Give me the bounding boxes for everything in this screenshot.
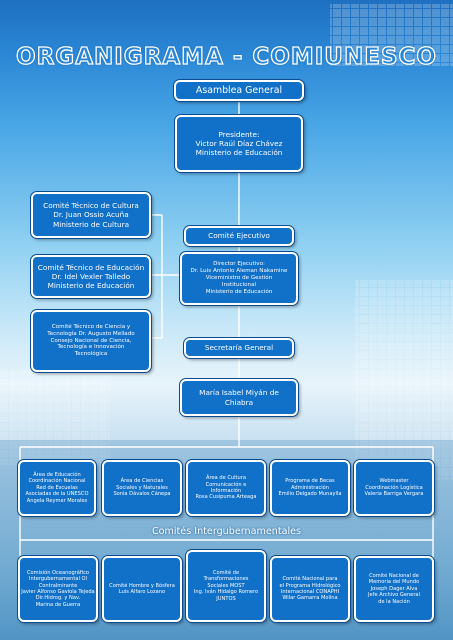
node-label: Ministerio de Cultura <box>52 219 130 229</box>
area-label: Área de Educación <box>33 472 81 479</box>
node-label: Chiabra <box>224 397 254 407</box>
comite-box: Comité Nacional para el Programa Hidroló… <box>270 556 350 622</box>
area-label: Administración <box>290 484 330 491</box>
node-comite-tecnico-cultura: Comité Técnico de Cultura Dr. Juan Ossio… <box>31 192 151 238</box>
comite-label: Comité Hombre y Bósfera <box>109 582 175 589</box>
node-label: Comité Ejecutivo <box>208 231 270 241</box>
comite-label: Comité Nacional para <box>282 576 338 583</box>
node-label: Presidente: <box>218 129 260 139</box>
area-label: Coordinación Logística <box>365 484 423 491</box>
area-label: Emilio Delgado Munaylla <box>278 491 342 498</box>
comite-label: JUNTOS <box>216 595 236 602</box>
node-comite-tecnico-ciencia: Comité Técnico de Ciencia y Tecnología D… <box>31 310 151 372</box>
area-label: Información <box>210 488 242 494</box>
comite-box: Comisión Oceanográfico Intergubernamenta… <box>18 556 98 622</box>
node-comite-ejecutivo: Comité Ejecutivo <box>184 226 294 246</box>
area-label: Red de Escuelas <box>36 484 78 491</box>
node-comite-tecnico-educacion: Comité Técnico de Educación Dr. Idel Vex… <box>31 255 151 298</box>
area-label: Coordinación Nacional <box>28 478 86 485</box>
area-box: Área de Ciencias Sociales y Naturales So… <box>102 460 182 516</box>
comite-box: Comité Hombre y Bósfera Luis Alfaro Loza… <box>102 556 182 622</box>
page-title: ORGANIGRAMA - COMIUNESCO <box>15 43 437 70</box>
comite-label: Javier Alfonso Gaviola Tejeda <box>21 589 95 595</box>
comite-label: Marina de Guerra <box>35 601 81 608</box>
area-box: Webmaster Coordinación Logística Valeria… <box>354 460 434 516</box>
comite-label: Intergubernamental OI <box>28 576 88 583</box>
node-presidente: Presidente: Victor Raúl Díaz Chávez Mini… <box>175 115 303 172</box>
comite-label: Joseph Dager Alva <box>370 585 418 592</box>
area-box: Área de Educación Coordinación Nacional … <box>18 460 96 516</box>
area-box: Programa de Becas Administración Emilio … <box>270 460 350 516</box>
comite-box: Comité de Transformaciones Sociales MOST… <box>186 550 266 622</box>
node-label: Comité Técnico de Ciencia y <box>51 323 131 330</box>
node-label: Dr. Idel Vexler Talledo <box>51 271 131 281</box>
area-label: Área de Ciencias <box>120 478 164 485</box>
comite-label: Jefe Archivo General <box>368 592 420 599</box>
node-label: Dr. Juan Ossio Acuña <box>53 210 129 220</box>
node-label: Secretaría General <box>204 343 274 353</box>
node-director-ejecutivo: Director Ejecutivo: Dr. Luis Antonio Ale… <box>180 252 298 305</box>
area-label: Comunicación e <box>205 481 247 488</box>
node-label: Victor Raúl Díaz Chávez <box>195 138 283 148</box>
comite-label: Transformaciones <box>203 576 249 583</box>
comite-label: Ing. Iván Hidalgo Romero <box>193 589 259 596</box>
comite-label: Comité de <box>212 570 240 577</box>
area-label: Sociales y Naturales <box>116 484 168 491</box>
node-label: Viceministro de Gestión <box>205 275 273 281</box>
comite-label: de la Nación <box>378 598 410 605</box>
area-label: Webmaster <box>379 478 409 485</box>
comite-label: el Programa Hidrológico <box>279 582 341 589</box>
node-label: Dr. Luis Antonio Aleman Nakamine <box>190 268 288 275</box>
comite-label: Comisión Oceanográfico <box>26 569 90 576</box>
node-label: Ministerio de Educación <box>205 288 273 295</box>
node-label: Tecnología Dr. Augusto Mellado <box>47 330 135 337</box>
node-label: Comité Técnico de Educación <box>37 262 145 272</box>
node-label: Tecnológica <box>74 351 108 358</box>
node-secretaria-general: Secretaría General <box>184 338 294 358</box>
node-label: Ministerio de Educación <box>47 281 135 291</box>
area-label: Programa de Becas <box>285 478 335 485</box>
node-label: Comité Técnico de Cultura <box>43 201 139 211</box>
node-asamblea-general: Asamblea General <box>174 80 304 101</box>
node-label: Asamblea General <box>195 84 283 96</box>
comite-label: Memoria del Mundo <box>368 579 420 586</box>
section-label-comites: Comités Intergubernamentales <box>151 526 302 537</box>
area-label: Sonia Dávalos Cánepa <box>113 491 171 498</box>
area-label: Asociadas de la UNESCO <box>25 491 89 498</box>
node-label: Consejo Nacional de Ciencia, <box>50 337 132 344</box>
area-label: Rosa Cusipuma Arteaga <box>195 494 257 501</box>
comite-label: Comité Nacional de <box>369 573 419 580</box>
area-label: Área de Cultura <box>206 475 246 482</box>
comite-label: Wilar Gamarra Molina <box>282 595 338 602</box>
node-label: María Isabel Miyán de <box>199 388 279 398</box>
area-label: Angela Reymer Morales <box>26 497 88 504</box>
area-label: Valeria Barriga Vergara <box>364 491 424 498</box>
comite-label: Dir.Hidrog. y Nav. <box>35 595 81 602</box>
comite-label: Internacional CONAPHI <box>280 589 340 595</box>
node-label: Institucional <box>221 281 257 288</box>
comite-label: Sociales MOST <box>207 582 245 589</box>
node-maria-isabel: María Isabel Miyán de Chiabra <box>180 379 298 416</box>
comite-box: Comité Nacional de Memoria del Mundo Jos… <box>354 556 434 622</box>
node-label: Ministerio de Educación <box>195 148 283 158</box>
comite-label: Luis Alfaro Lozano <box>118 589 166 595</box>
node-label: Director Ejecutivo: <box>213 261 265 268</box>
comite-label: Contralmirante <box>38 582 78 589</box>
node-label: Tecnología e Innovación <box>57 344 125 351</box>
area-box: Área de Cultura Comunicación e Informaci… <box>186 460 266 516</box>
